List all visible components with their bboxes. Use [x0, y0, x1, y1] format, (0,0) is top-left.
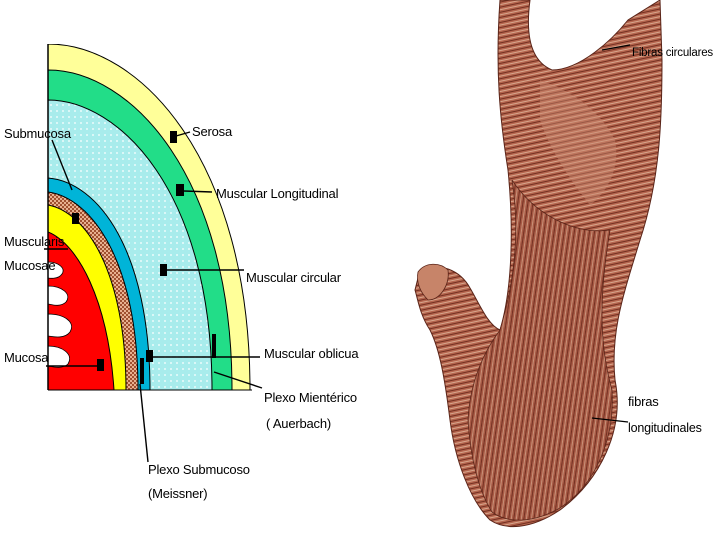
label-fibras-longitudinales-line1: fibras — [628, 394, 659, 409]
label-muscular-oblicua: Muscular oblicua — [264, 346, 359, 361]
label-fibras-longitudinales-line2: longitudinales — [628, 421, 702, 435]
label-muscular-longitudinal: Muscular Longitudinal — [216, 186, 339, 201]
plexus-marks — [140, 334, 216, 384]
pylorus — [417, 263, 449, 301]
label-submucosa: Submucosa — [4, 126, 72, 141]
label-mucosa: Mucosa — [4, 350, 49, 365]
label-muscularis-line2: Mucosae — [4, 258, 55, 273]
layer-markers — [72, 131, 184, 371]
label-muscular-circular: Muscular circular — [246, 270, 342, 285]
right-leader-lines — [591, 44, 631, 423]
label-fibras-circulares: Fibras circulares — [632, 47, 713, 59]
label-plexo-submucoso-line2: (Meissner) — [148, 486, 207, 501]
gastric-pits — [48, 261, 72, 368]
label-muscularis-line1: Muscularis — [4, 234, 65, 249]
fundus-highlight — [540, 80, 617, 205]
label-plexo-mienterico-line1: Plexo Mientérico — [264, 390, 357, 405]
wall-layers — [48, 44, 251, 390]
stomach-illustration — [414, 0, 663, 528]
label-plexo-mienterico-line2: ( Auerbach) — [266, 416, 331, 431]
leader-lines — [44, 131, 263, 463]
label-plexo-submucoso-line1: Plexo Submucoso — [148, 462, 250, 477]
label-serosa: Serosa — [192, 124, 233, 139]
stomach-lower-fibers — [467, 179, 613, 521]
